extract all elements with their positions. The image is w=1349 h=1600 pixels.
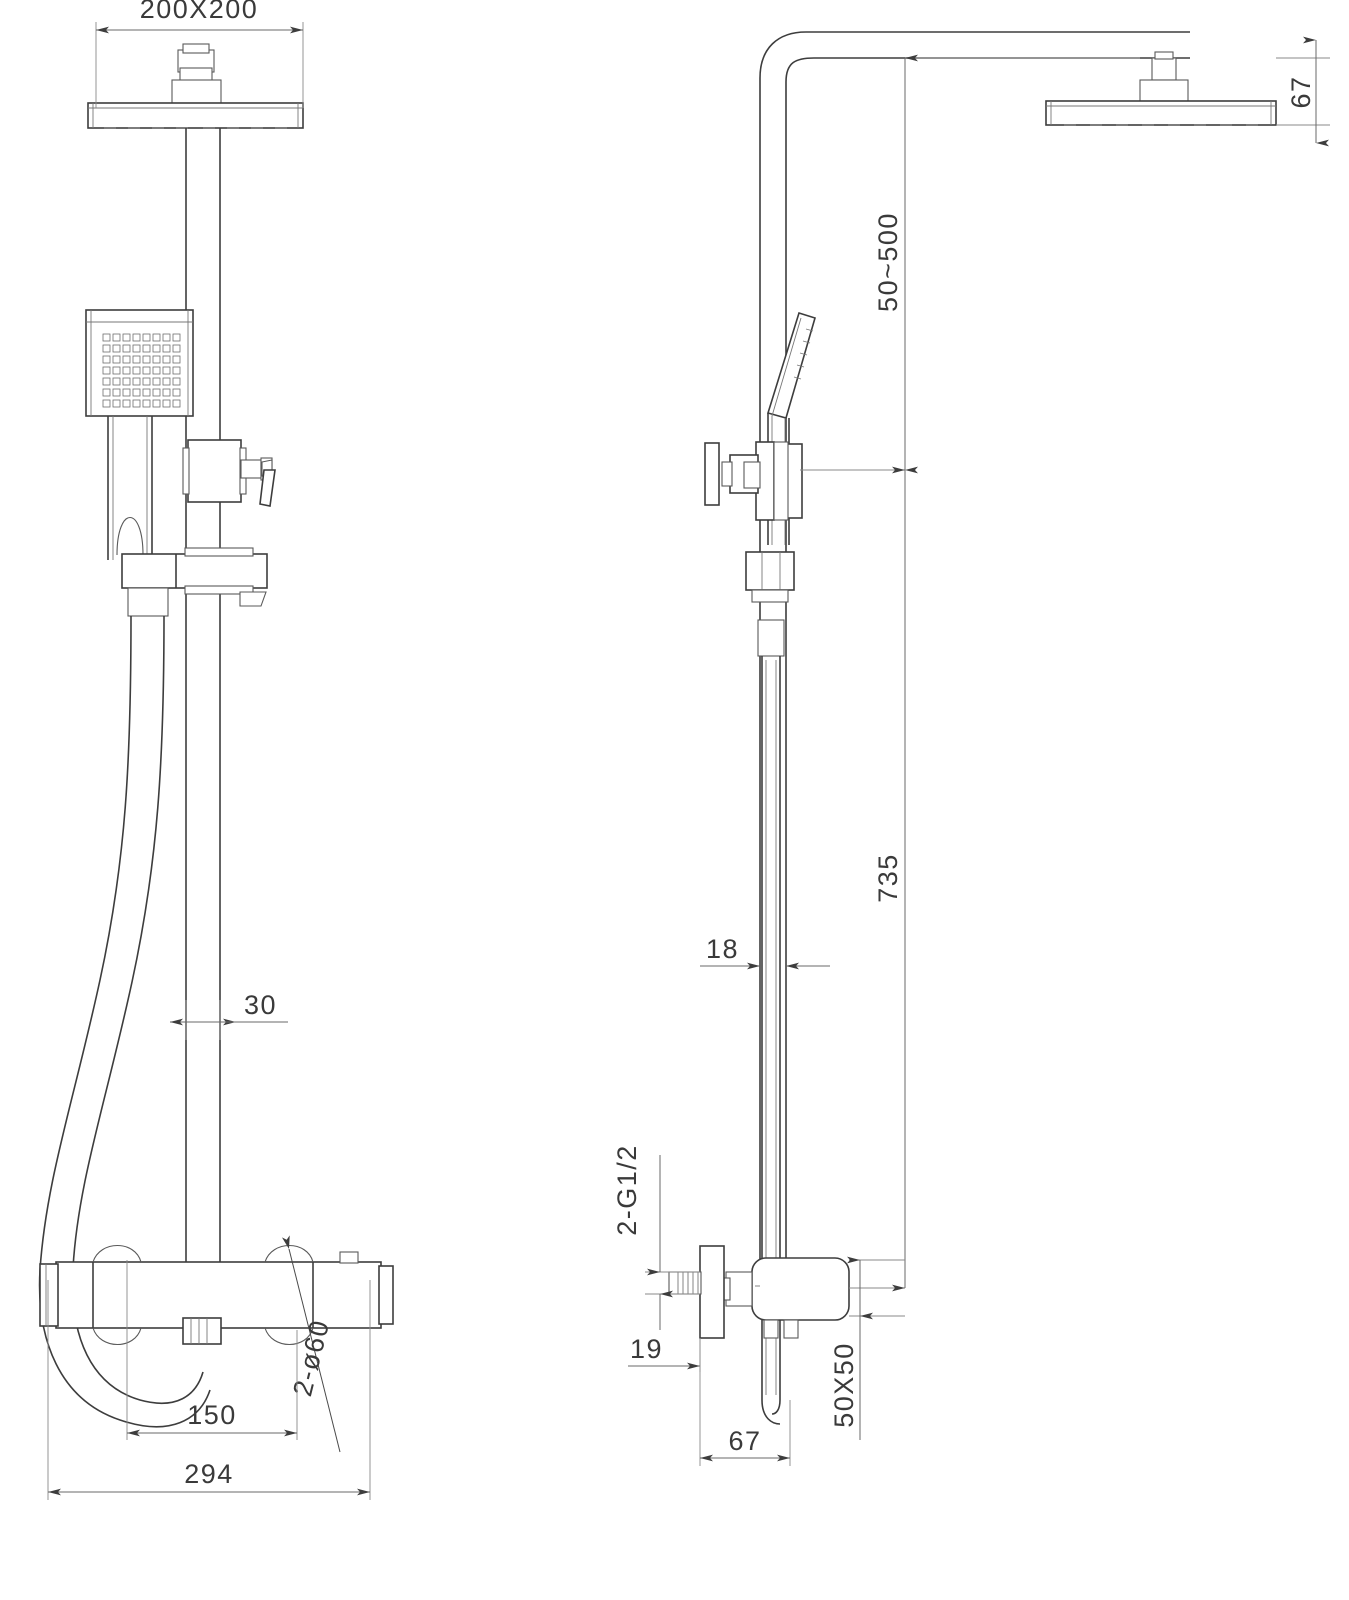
right-flange-top-arc [264,1245,314,1263]
shower-arm-collar-side [1151,57,1177,81]
dimension-19: 19 [628,1334,701,1372]
dimension-50-500: 50~500 [800,54,1140,474]
dimension-label-2-g12: 2-G1/2 [612,1144,642,1236]
diverter-knob[interactable] [182,439,276,507]
hose-side-left [761,656,781,1425]
mixer-main-body [55,1261,382,1329]
diverter-stem [240,459,262,479]
hose-inner-curve [71,615,204,1405]
slide-bracket-bar[interactable] [121,553,268,589]
dimension-label-19: 19 [630,1334,663,1364]
wall-inlet-flange [699,1245,725,1339]
slide-bracket[interactable] [121,547,268,617]
hose-connector-side [757,619,785,657]
holder-wall-plate[interactable] [704,442,720,506]
overhead-shower-head-side [1045,51,1277,126]
slide-bracket-bottom-lip [184,585,254,595]
temperature-handle-cap[interactable] [39,1263,59,1327]
shower-arm-nut [182,43,210,54]
dimension-150: 150 [126,1260,298,1440]
shower-ball-joint-side [1139,79,1189,103]
dimension-200x200: 200X200 [95,0,304,108]
dimension-label-67-bottom: 67 [728,1426,761,1456]
hand-shower [85,309,194,560]
diverter-body[interactable] [187,439,242,503]
shower-head-plate [87,102,304,129]
dimension-label-200x200: 200X200 [140,0,259,24]
holder-knob-neck [721,461,733,487]
dimension-label-50x50: 50X50 [829,1342,859,1428]
hand-shower-handle-arch [116,516,144,556]
hose-ferrule [127,587,169,617]
shower-arm-nut-side [1154,51,1174,60]
hose-outlet [182,1317,222,1345]
slide-bracket-tab [239,591,267,607]
left-flange-bottom-arc [92,1327,142,1345]
left-flange-top-arc [92,1245,142,1263]
dimension-50x50: 50X50 [829,1256,905,1440]
flow-handle-index-tab [339,1251,359,1264]
dimension-294: 294 [47,1280,371,1500]
hand-shower-nozzle-grid [102,333,181,408]
hose-side-right [771,656,781,1415]
front-elevation-view: 200X200 30 2-ø60 150 294 [38,0,394,1500]
shower-head-plate-side [1045,100,1277,126]
hand-shower-holder[interactable] [704,441,803,521]
shower-ball-joint [171,79,222,105]
diverter-lever[interactable] [259,469,276,507]
dimension-2-g12: 2-G1/2 [612,1144,700,1330]
inlet-thread-nipple [668,1271,702,1295]
dimension-18: 18 [700,934,830,970]
flow-handle-cap[interactable] [378,1265,394,1325]
holder-knob-shoulder [743,461,761,489]
mixer-outlet-nub-left [763,1319,779,1339]
hand-shower-side-nozzle-ticks [793,328,814,380]
dimension-30: 30 [170,990,288,1040]
dimension-label-150: 150 [187,1400,237,1430]
riser-elbow-inner [785,57,1190,700]
hand-shower-body-side [766,311,816,419]
hand-shower-side-rim [771,317,802,417]
mixer-body-rounded [751,1257,850,1321]
riser-pipe-side [759,700,787,1262]
bracket-side-block[interactable] [745,551,795,591]
dimension-label-67-top: 67 [1286,75,1316,108]
thermostatic-mixer-body [39,1245,394,1345]
dimension-label-18: 18 [706,934,739,964]
dimension-67-top: 67 [1276,36,1330,147]
diverter-body-left-band [182,447,190,495]
inlet-thread-knurl [677,1272,699,1294]
slide-bracket-top-lip [184,547,254,557]
slide-bracket-side[interactable] [745,551,795,657]
riser-elbow-outer [759,31,1190,700]
dimension-label-735: 735 [873,853,903,903]
holder-throat [773,441,789,521]
dimension-label-30: 30 [244,990,277,1020]
riser-elbow [759,31,1190,700]
dimension-735: 735 [849,466,918,1292]
side-elevation-view: 67 50~500 735 18 2-G1/2 [612,31,1330,1466]
flexible-hose [38,615,211,1428]
overhead-shower-head [87,43,304,129]
mixer-body-side [668,1245,850,1339]
mixer-outlet-nub-right [783,1319,799,1339]
riser-pipe [185,128,221,1262]
hose-outer-curve [38,615,211,1428]
dimension-label-294: 294 [184,1459,234,1489]
dimension-67-bottom: 67 [699,1338,791,1466]
bracket-side-lip [751,589,789,603]
dimension-label-50-500: 50~500 [873,212,903,312]
